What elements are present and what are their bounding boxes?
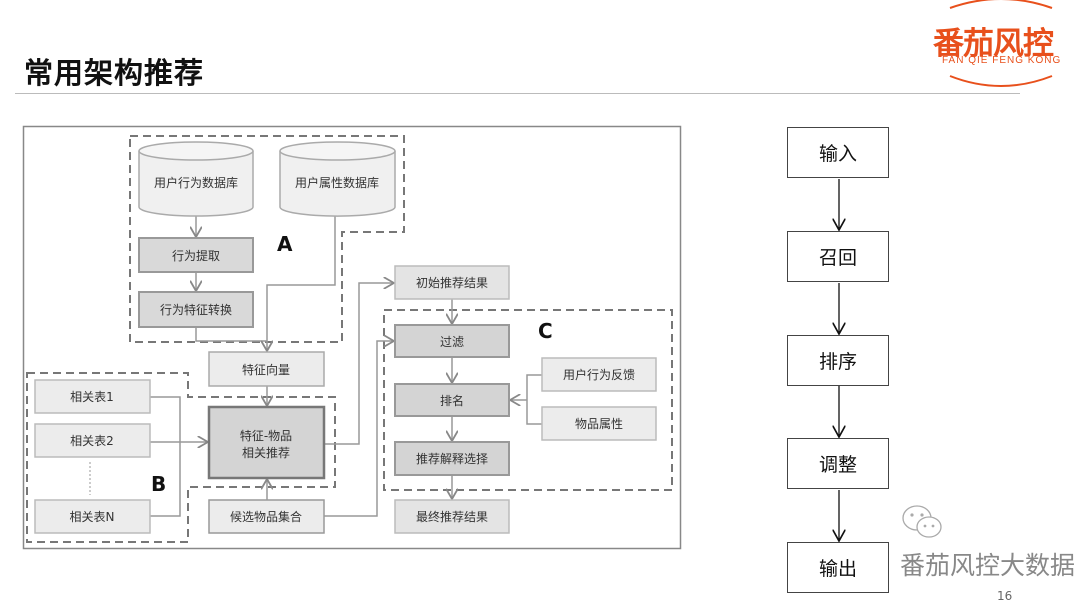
svg-text:行为提取: 行为提取 xyxy=(172,248,220,263)
region-a-label: A xyxy=(277,232,293,256)
logo-arc-icon xyxy=(949,0,1053,87)
svg-text:行为特征转换: 行为特征转换 xyxy=(160,302,232,317)
svg-text:特征向量: 特征向量 xyxy=(242,362,290,377)
title-divider xyxy=(15,93,1020,94)
wechat-icon xyxy=(902,505,942,538)
box-related-table-2: 相关表2 xyxy=(34,423,151,458)
flow-step-input: 输入 xyxy=(787,127,889,178)
box-rank: 排名 xyxy=(394,383,510,417)
svg-text:相关表1: 相关表1 xyxy=(70,390,114,404)
svg-text:最终推荐结果: 最终推荐结果 xyxy=(416,509,488,524)
svg-text:推荐解释选择: 推荐解释选择 xyxy=(416,452,488,466)
box-related-table-1: 相关表1 xyxy=(34,379,151,414)
box-transform: 行为特征转换 xyxy=(138,291,254,328)
box-feature-vector: 特征向量 xyxy=(208,351,325,387)
svg-text:排名: 排名 xyxy=(440,393,464,408)
logo-text: 番茄风控 xyxy=(933,26,1054,62)
svg-text:初始推荐结果: 初始推荐结果 xyxy=(416,276,488,290)
db-label: 用户行为数据库 xyxy=(154,175,238,190)
db-user-attributes: 用户属性数据库 xyxy=(279,141,396,217)
flow-step-sort: 排序 xyxy=(787,335,889,386)
watermark-text: 番茄风控大数据 xyxy=(900,551,1076,580)
svg-text:相关推荐: 相关推荐 xyxy=(242,446,290,460)
box-item-attributes: 物品属性 xyxy=(541,406,657,441)
box-initial-results: 初始推荐结果 xyxy=(394,265,510,300)
svg-text:物品属性: 物品属性 xyxy=(575,417,623,431)
brand-logo: 番茄风控 FAN QIE FENG KONG xyxy=(922,0,1080,92)
box-user-feedback: 用户行为反馈 xyxy=(541,357,657,392)
region-b xyxy=(26,372,336,543)
box-final-results: 最终推荐结果 xyxy=(394,499,510,534)
svg-text:用户行为反馈: 用户行为反馈 xyxy=(563,367,635,382)
flow-step-output: 输出 xyxy=(787,542,889,593)
svg-text:相关表N: 相关表N xyxy=(70,510,115,524)
box-related-table-n: 相关表N xyxy=(34,499,151,534)
logo-subtext: FAN QIE FENG KONG xyxy=(942,55,1062,66)
region-c-label: C xyxy=(538,319,553,343)
box-candidates: 候选物品集合 xyxy=(208,499,325,534)
db-label: 用户属性数据库 xyxy=(295,175,379,190)
region-b-label: B xyxy=(151,472,166,496)
box-explain: 推荐解释选择 xyxy=(394,441,510,476)
svg-text:相关表2: 相关表2 xyxy=(70,434,114,448)
svg-text:候选物品集合: 候选物品集合 xyxy=(230,509,302,524)
region-a xyxy=(129,135,405,343)
box-filter: 过滤 xyxy=(394,324,510,358)
flow-step-adjust: 调整 xyxy=(787,438,889,489)
page-title: 常用架构推荐 xyxy=(24,56,205,90)
svg-text:过滤: 过滤 xyxy=(440,335,464,349)
svg-text:特征-物品: 特征-物品 xyxy=(240,428,292,443)
flow-step-recall: 召回 xyxy=(787,231,889,282)
region-c xyxy=(383,309,673,491)
db-user-behavior: 用户行为数据库 xyxy=(138,141,254,217)
page-number: 16 xyxy=(997,589,1013,603)
box-extract: 行为提取 xyxy=(138,237,254,273)
